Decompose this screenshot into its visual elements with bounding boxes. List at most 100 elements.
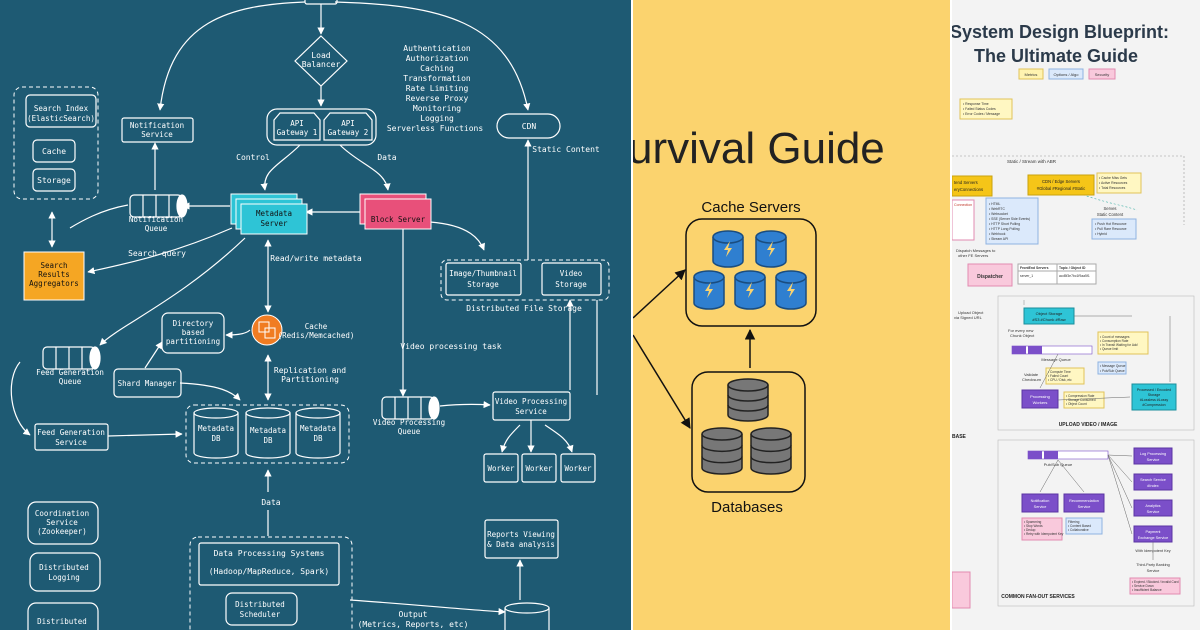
compute-2: • Failed Count bbox=[1048, 374, 1068, 378]
analytics-service-node bbox=[1133, 499, 1173, 517]
legend-metrics-label: Metrics bbox=[1025, 72, 1038, 77]
blueprint-title-1: System Design Blueprint: bbox=[952, 22, 1169, 42]
fanout-section-label: COMMON FAN-OUT SERVICES bbox=[1001, 594, 1075, 600]
survival-guide-panel: urvival Guide Cache Servers Databases bbox=[633, 0, 950, 630]
block-server-node bbox=[359, 193, 432, 230]
feed-service-label: Feed Generation bbox=[37, 428, 105, 437]
metrics-note-1: • Response Time bbox=[963, 102, 989, 106]
protocol-8: • Stream API bbox=[989, 237, 1008, 241]
search-index-label-2: (ElasticSearch) bbox=[27, 114, 95, 123]
metadata-server-node bbox=[230, 193, 308, 235]
cache-miss-1: • Cache Miss Gets bbox=[1099, 176, 1127, 180]
scheduler-label: Distributed bbox=[235, 600, 285, 609]
serves-label-2: Static Content bbox=[1097, 212, 1124, 217]
video-queue-label: Video Processing bbox=[373, 418, 445, 427]
push-pull-2: • Pull Rare Resource bbox=[1095, 227, 1127, 231]
connection-box bbox=[952, 199, 975, 241]
aggregator-label-2: Results bbox=[38, 270, 70, 279]
data-lower-label: Data bbox=[261, 498, 280, 507]
metrics-note-2: • Failed Status Codes bbox=[963, 107, 996, 111]
cache-cylinder-1 bbox=[712, 230, 744, 268]
output-label: Output bbox=[399, 610, 428, 619]
panel-divider-2 bbox=[950, 0, 952, 630]
video-storage-node bbox=[541, 262, 602, 296]
legend-metrics bbox=[1018, 68, 1044, 80]
metadata-db-1-label: Metadata bbox=[198, 424, 234, 433]
load-balancer-label-2: Balancer bbox=[302, 60, 341, 69]
metadata-db-group bbox=[185, 404, 350, 464]
metrics-note bbox=[959, 98, 1013, 120]
gw-feature-8: Logging bbox=[420, 114, 454, 123]
video-processing-service-node bbox=[492, 391, 571, 421]
reports-label-2: & Data analysis bbox=[487, 540, 555, 549]
protocol-5: • HTTP Short Polling bbox=[989, 222, 1020, 226]
survival-guide-title: urvival Guide bbox=[633, 124, 885, 173]
protocol-2: • WebRTC bbox=[989, 207, 1005, 211]
video-processing-queue-icon bbox=[381, 396, 440, 420]
protocols-note bbox=[985, 197, 1039, 245]
processing-workers-label-1: Processing bbox=[1030, 394, 1050, 399]
dispatch-label-2: other FE Servers bbox=[958, 253, 988, 258]
coordination-service-node bbox=[27, 501, 99, 545]
data-processing-label: Data Processing Systems bbox=[214, 549, 325, 558]
gw-feature-7: Monitoring bbox=[413, 104, 461, 113]
gw-feature-3: Caching bbox=[420, 64, 454, 73]
gw-feature-2: Authorization bbox=[406, 54, 469, 63]
database-cylinders bbox=[701, 378, 792, 475]
notif-rule-4: • Retry with Idempotent Key bbox=[1024, 532, 1064, 536]
queue-type-2: • Pub/Sub Queue bbox=[1100, 369, 1125, 373]
notification-service-node bbox=[121, 117, 194, 143]
fe-table-cell-1: server_1 bbox=[1020, 274, 1033, 278]
cache-cylinder-5 bbox=[775, 270, 807, 310]
distributed-file-storage-group bbox=[440, 259, 610, 301]
upload-section bbox=[997, 295, 1195, 431]
processing-workers-node bbox=[1021, 389, 1059, 409]
payment-error-2: • Service Down bbox=[1132, 584, 1154, 588]
metrics-note-3: • Error Codes / Message bbox=[963, 112, 1000, 116]
message-queue-cells bbox=[1011, 345, 1093, 355]
search-service-label-1: Search Service bbox=[1140, 478, 1166, 482]
protocol-7: • Webhook bbox=[989, 232, 1006, 236]
block-server-label: Block Server bbox=[371, 215, 426, 224]
fe-table-header-2: Topic / Object ID bbox=[1059, 266, 1086, 270]
replication-label: Replication and bbox=[274, 366, 346, 375]
queue-metrics-note bbox=[1097, 331, 1149, 355]
queue-metric-1: • Count of messages bbox=[1100, 335, 1130, 339]
recommendation-label-2: Service bbox=[1078, 505, 1091, 509]
architecture-diagram-panel: Load Balancer Authentication Authorizati… bbox=[0, 0, 631, 630]
dispatcher-node bbox=[967, 263, 1013, 287]
frontend-label-2: eryConnections bbox=[954, 187, 983, 192]
notification-label-1: Notification bbox=[1031, 499, 1050, 503]
notification-rules-note bbox=[1021, 517, 1063, 541]
queue-types-note bbox=[1097, 361, 1127, 375]
search-query-label: Search query bbox=[128, 249, 186, 258]
cache-servers-label: Cache Servers bbox=[701, 199, 800, 216]
api-gateway-1-label-2: Gateway 1 bbox=[277, 128, 318, 137]
notification-service-label-2: Service bbox=[141, 130, 173, 139]
cdn-edge-label-1: CDN / Edge Servers bbox=[1042, 179, 1080, 184]
distributed-logging-node bbox=[29, 552, 101, 592]
aggregator-label: Search bbox=[40, 261, 67, 270]
payment-label-2: Exchange Service bbox=[1138, 536, 1169, 540]
push-pull-1: • Push Hot Resource bbox=[1095, 222, 1127, 226]
redis-cache-label: Cache bbox=[305, 322, 328, 331]
protocol-1: • HTML bbox=[989, 202, 1000, 206]
dispatch-label-1: Dispatch Messages to bbox=[956, 248, 996, 253]
video-service-label: Video Processing bbox=[495, 397, 567, 406]
processing-workers-label-2: Workers bbox=[1033, 400, 1048, 405]
worker-label-3: Worker bbox=[564, 464, 592, 473]
log-processing-label-2: Service bbox=[1147, 458, 1160, 462]
upload-object-label-1: Upload Object bbox=[958, 310, 984, 315]
output-label-2: (Metrics, Reports, etc) bbox=[358, 620, 469, 629]
legend-options-label: Options / Algo bbox=[1054, 72, 1080, 77]
chunk-label-1: For every new bbox=[1008, 328, 1033, 333]
queue-metric-3: • In Transit Waiting for Ack! bbox=[1100, 343, 1138, 347]
notification-queue-label: Notification bbox=[129, 215, 183, 224]
cdn-label: CDN bbox=[522, 122, 537, 131]
redis-cache-label-2: (Redis/Memcached) bbox=[278, 331, 355, 340]
processed-label-2: Storage bbox=[1148, 393, 1161, 397]
gw-feature-5: Rate Limiting bbox=[406, 84, 469, 93]
legend-security bbox=[1088, 68, 1116, 80]
metadata-db-1-label-2: DB bbox=[211, 434, 221, 443]
object-storage-label-1: Object Storage bbox=[1036, 311, 1063, 316]
